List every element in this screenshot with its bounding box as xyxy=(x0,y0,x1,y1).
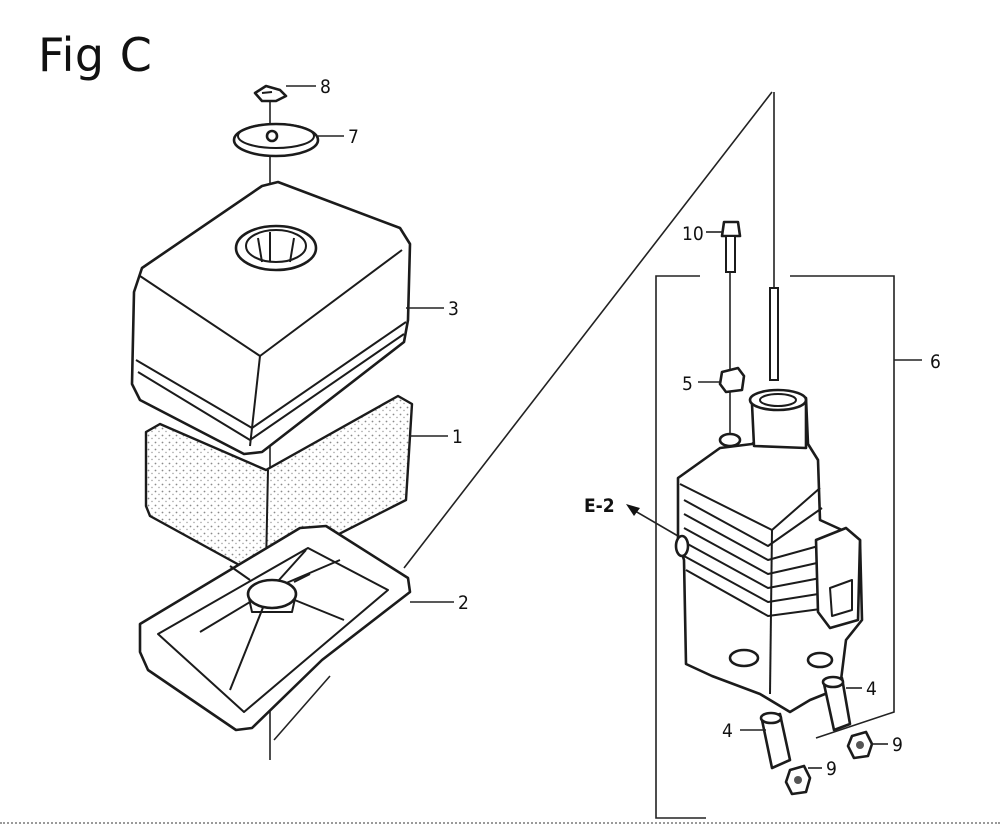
nut-part-9-right xyxy=(846,730,874,760)
connector-line-base xyxy=(273,675,331,741)
reference-arrow-e2 xyxy=(626,504,679,537)
reference-label-e2: E-2 xyxy=(584,495,615,517)
callout-3: 3 xyxy=(448,298,459,320)
washer-part-7 xyxy=(232,122,320,158)
nut-part-9-left xyxy=(784,764,812,796)
rubber-collar-part-4-right xyxy=(821,675,852,732)
bracket-frame-left xyxy=(655,275,706,819)
callout-5: 5 xyxy=(682,373,693,395)
callout-2: 2 xyxy=(458,592,469,614)
callout-7: 7 xyxy=(348,126,359,148)
callout-9b: 9 xyxy=(892,734,903,756)
bottom-divider xyxy=(0,822,1000,824)
callout-1: 1 xyxy=(452,426,463,448)
bolt-part-10 xyxy=(720,220,742,440)
callout-9a: 9 xyxy=(826,758,837,780)
callout-6: 6 xyxy=(930,351,941,373)
callout-8: 8 xyxy=(320,76,331,98)
callout-10: 10 xyxy=(682,223,704,245)
air-cleaner-case-part-6 xyxy=(674,388,864,714)
callout-4b: 4 xyxy=(866,678,877,700)
element-base-part-2 xyxy=(138,524,412,732)
bracket-frame-right xyxy=(790,275,895,739)
rubber-collar-part-4-left xyxy=(759,711,792,770)
collar-part-5 xyxy=(718,366,746,394)
figure-title: Fig C xyxy=(38,28,153,82)
wing-nut-part-8 xyxy=(253,84,288,103)
connector-line xyxy=(403,91,773,569)
air-cleaner-cover-part-3 xyxy=(130,180,412,456)
callout-4a: 4 xyxy=(722,720,733,742)
stud-bolt xyxy=(769,287,779,381)
